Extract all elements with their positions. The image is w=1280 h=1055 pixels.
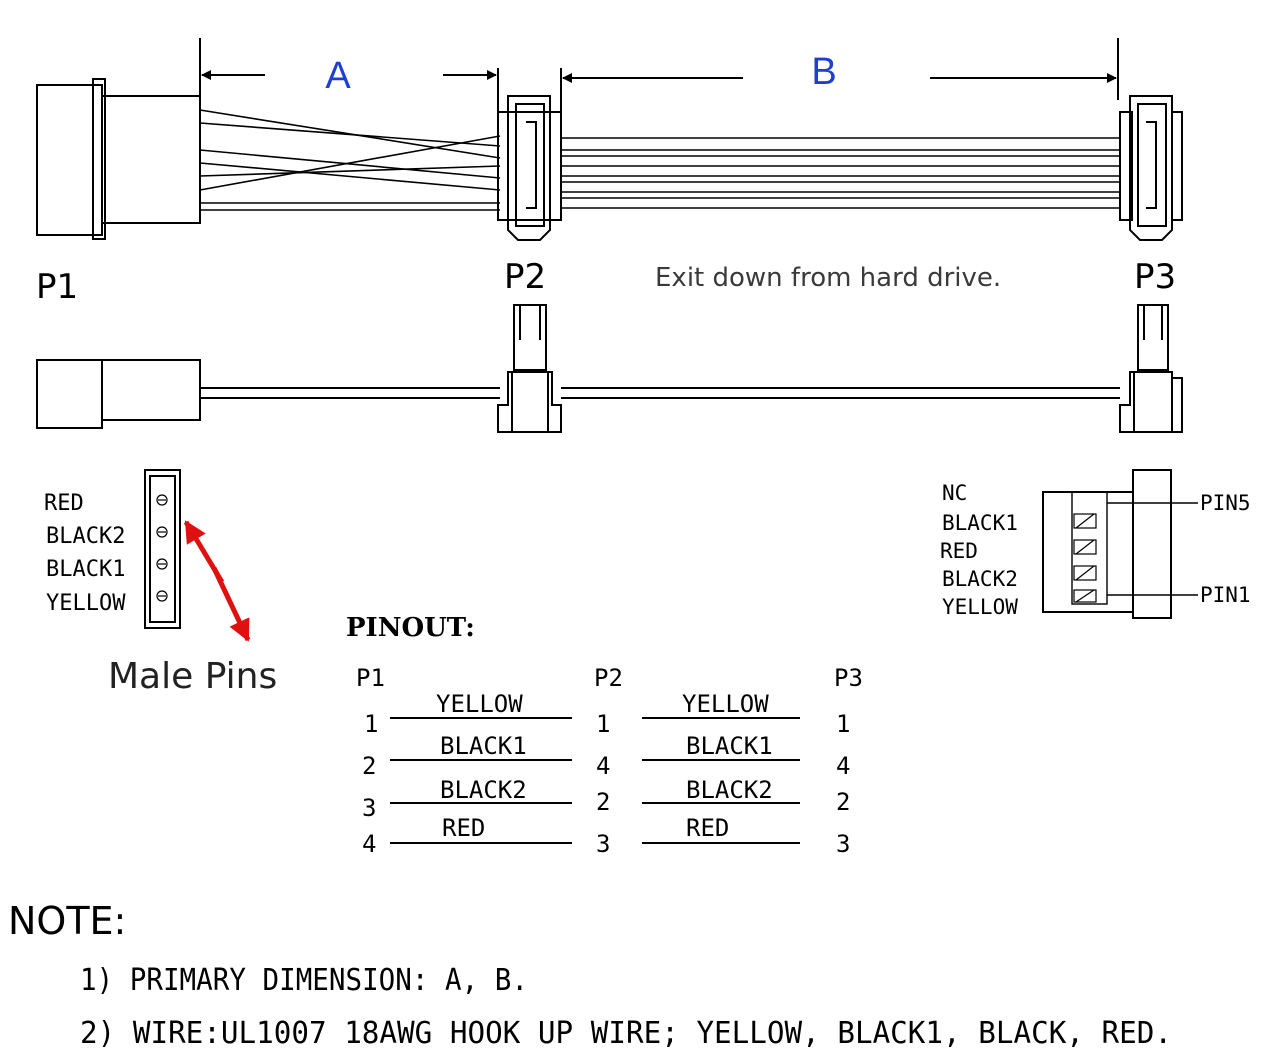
dimension-b-line	[560, 38, 1119, 112]
wires-a	[199, 109, 501, 211]
pinout-p1-pin: 2	[362, 752, 376, 780]
side-view	[36, 304, 1183, 433]
p1-label: P1	[36, 267, 78, 307]
p3-label: P3	[1134, 257, 1176, 297]
male-pins-arrow	[183, 520, 251, 642]
pinout-p2-pin: 4	[596, 752, 610, 780]
p1-connector-side	[36, 359, 201, 429]
wires-b	[561, 137, 1120, 209]
p1-face-label-red: RED	[44, 491, 84, 516]
pinout-header-p2: P2	[594, 664, 623, 692]
p3-connector-side	[1119, 304, 1183, 433]
pinout-p2-pin: 1	[596, 710, 610, 738]
pinout-wire: RED	[686, 814, 729, 842]
p2-connector-top	[497, 95, 562, 241]
pinout-headers: P1 P2 P3	[356, 664, 863, 692]
pin1-label: PIN1	[1200, 583, 1251, 607]
pinout-p3-pin: 3	[836, 830, 850, 858]
p3-connector-top	[1119, 95, 1183, 241]
p1-face-label-black2: BLACK2	[46, 524, 125, 549]
dimension-a-line	[199, 38, 499, 112]
p2-label: P2	[504, 257, 546, 297]
sata-face-label-black1: BLACK1	[942, 511, 1018, 535]
dimension-a-label: A	[325, 55, 351, 97]
p2-connector-side	[497, 304, 562, 433]
note-title: NOTE:	[8, 899, 126, 943]
sata-face-label-yellow: YELLOW	[942, 595, 1018, 619]
exit-annotation: Exit down from hard drive.	[655, 263, 1001, 293]
pinout-p1-pin: 4	[362, 830, 376, 858]
pinout-header-p1: P1	[356, 664, 385, 692]
pinout-p3-pin: 4	[836, 752, 850, 780]
pinout-table: 1 YELLOW 1 YELLOW 1 2 BLACK1 4 BLACK1 4 …	[362, 690, 850, 858]
pinout-p3-pin: 2	[836, 788, 850, 816]
pinout-header-p3: P3	[834, 664, 863, 692]
sata-face-label-nc: NC	[942, 481, 967, 505]
p1-face-label-black1: BLACK1	[46, 557, 125, 582]
pinout-wire: BLACK2	[440, 776, 527, 804]
p1-face-labels: RED BLACK2 BLACK1 YELLOW	[44, 491, 126, 616]
pinout-wire: YELLOW	[682, 690, 769, 718]
pinout-p3-pin: 1	[836, 710, 850, 738]
note-item-2: 2) WIRE:UL1007 18AWG HOOK UP WIRE; YELLO…	[80, 1016, 1172, 1051]
sata-face-label-black2: BLACK2	[942, 567, 1018, 591]
pinout-wire: RED	[442, 814, 485, 842]
pinout-p2-pin: 2	[596, 788, 610, 816]
dimension-b-label: B	[811, 51, 836, 93]
sata-face-label-red: RED	[940, 539, 978, 563]
pinout-p1-pin: 1	[364, 710, 378, 738]
top-view	[36, 38, 1183, 241]
pinout-p1-pin: 3	[362, 794, 376, 822]
pinout-wire: BLACK1	[686, 732, 773, 760]
pinout-p2-pin: 3	[596, 830, 610, 858]
sata-face-labels: NC BLACK1 RED BLACK2 YELLOW PIN5 PIN1	[940, 481, 1251, 619]
pin5-label: PIN5	[1200, 491, 1251, 515]
pinout-wire: YELLOW	[436, 690, 523, 718]
male-pins-label: Male Pins	[108, 656, 277, 697]
p1-face	[144, 469, 181, 629]
pinout-wires	[390, 717, 800, 844]
note-item-1: 1) PRIMARY DIMENSION: A, B.	[80, 963, 528, 998]
pinout-row: 3 BLACK2 2 BLACK2 2	[362, 776, 850, 822]
p1-connector-top	[36, 78, 201, 240]
pinout-row: 1 YELLOW 1 YELLOW 1	[364, 690, 850, 738]
sata-face	[1042, 469, 1198, 619]
pinout-wire: BLACK1	[440, 732, 527, 760]
pinout-row: 4 RED 3 RED 3	[362, 814, 850, 858]
pinout-title: PINOUT:	[346, 613, 475, 643]
p1-face-label-yellow: YELLOW	[46, 591, 126, 616]
pinout-wire: BLACK2	[686, 776, 773, 804]
pinout-row: 2 BLACK1 4 BLACK1 4	[362, 732, 850, 780]
